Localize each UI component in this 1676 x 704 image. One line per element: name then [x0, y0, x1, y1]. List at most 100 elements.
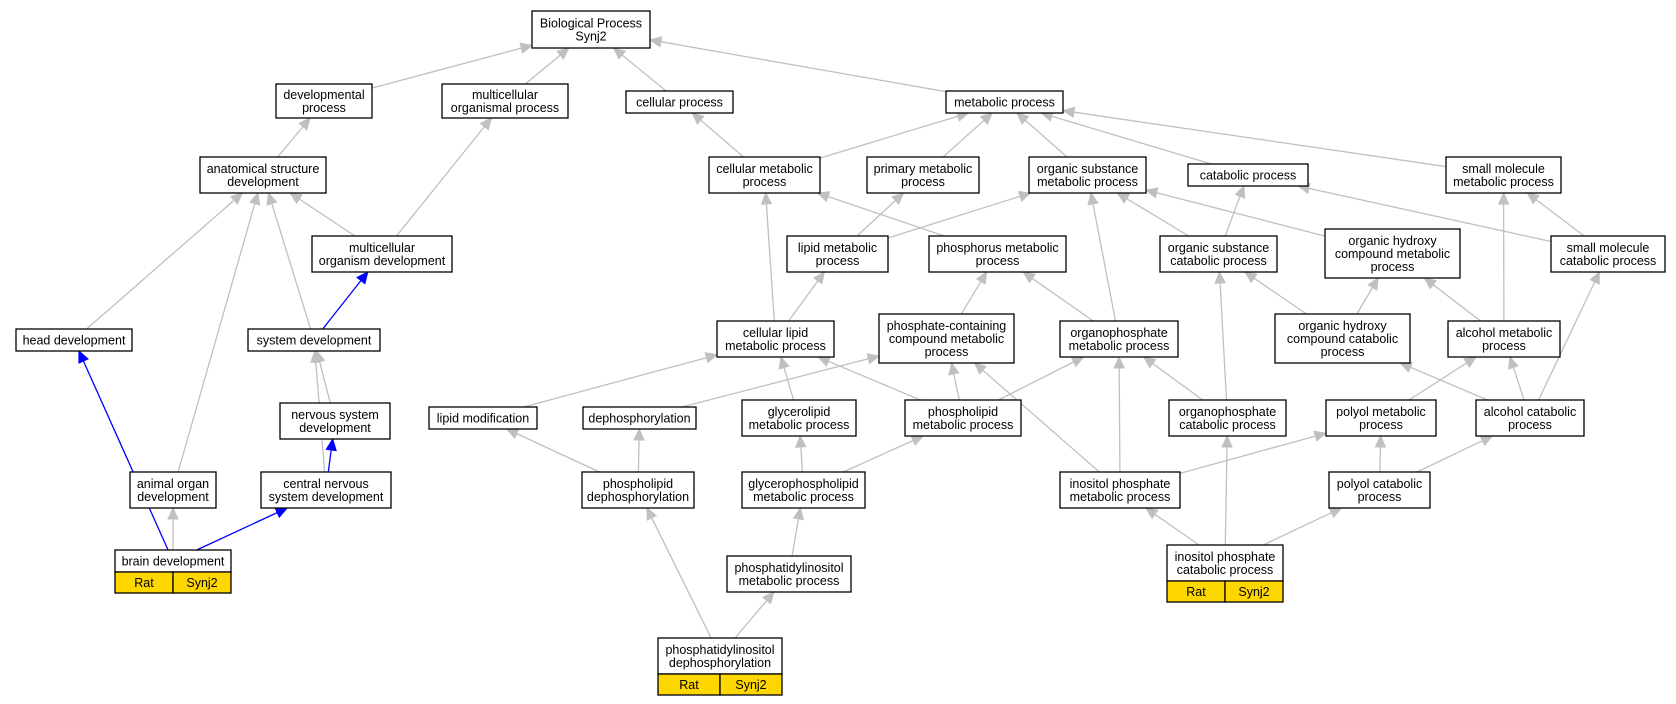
edge-arrowhead — [1508, 355, 1519, 370]
term-box — [726, 555, 852, 593]
edge-dephos-to-phoscontain — [681, 353, 881, 408]
edge-line — [1408, 362, 1468, 401]
annotation-cell-label: Rat — [134, 576, 154, 590]
edge-line — [681, 358, 869, 408]
edge-cellmetab-to-cellproc — [691, 112, 744, 158]
edge-orgsubcatab-to-orgsubmetab — [1116, 192, 1190, 237]
term-box — [441, 83, 569, 119]
term-label: Biological Process — [540, 17, 642, 31]
edge-anatdev-to-devproc — [277, 117, 311, 158]
term-box — [904, 399, 1022, 437]
edge-line — [887, 195, 1021, 239]
edge-line — [196, 512, 278, 551]
edge-line — [1538, 281, 1596, 401]
edge-line — [177, 203, 256, 473]
edge-arrowhead — [1221, 434, 1233, 448]
edge-smallmol-to-metab — [1061, 106, 1447, 168]
edge-line — [1152, 362, 1204, 401]
edge-line — [371, 47, 522, 89]
term-node[interactable]: phosphatidylinositoldephosphorylationRat… — [657, 637, 783, 696]
edge-line — [651, 517, 712, 639]
term-node[interactable]: system development — [247, 328, 381, 352]
edge-line — [960, 281, 982, 315]
edge-devproc-to-bp — [371, 42, 534, 89]
edge-organophos-to-phosmetab — [1022, 271, 1094, 322]
term-node[interactable]: dephosphorylation — [582, 406, 697, 430]
term-node[interactable]: catabolic process — [1187, 163, 1309, 187]
term-node[interactable]: lipid modification — [428, 406, 538, 430]
edge-inositolcatab-to-organophoscatab — [1221, 434, 1233, 546]
edge-alcmetab-to-orghydmetab — [1423, 277, 1481, 322]
edge-line — [783, 367, 795, 401]
edge-arrowhead — [704, 352, 719, 364]
edge-metab-to-bp — [648, 36, 947, 93]
term-label: process — [1359, 418, 1403, 432]
term-box — [878, 313, 1015, 364]
edge-line — [800, 446, 804, 473]
edge-arrowhead — [1017, 190, 1032, 202]
edge-arrowhead — [648, 36, 663, 48]
term-label: dephosphorylation — [587, 490, 689, 504]
term-box — [741, 471, 866, 509]
term-label: compound catabolic — [1287, 332, 1398, 346]
edge-line — [1379, 446, 1382, 473]
term-label: organophosphate — [1070, 326, 1167, 340]
edge-line — [1154, 513, 1200, 546]
term-label: process — [1321, 345, 1365, 359]
term-box — [531, 10, 651, 49]
term-node[interactable]: cellular process — [625, 90, 734, 114]
edge-arrowhead — [646, 506, 658, 521]
edge-orghydmetab-to-orgsubmetab — [1144, 187, 1326, 237]
term-box — [1475, 399, 1585, 437]
term-box — [1328, 471, 1431, 509]
edge-lipidmetab-to-orgsubmetab — [887, 190, 1032, 239]
term-box — [708, 156, 821, 194]
edge-lipidmod-to-celllipid — [523, 352, 719, 408]
term-node[interactable]: metabolic process — [945, 90, 1064, 114]
term-node[interactable]: head development — [15, 328, 133, 352]
term-label: small molecule — [1567, 241, 1650, 255]
edge-arrowhead — [229, 192, 244, 205]
edge-phosmetab-to-cellmetab — [816, 191, 945, 237]
term-label: process — [816, 254, 860, 268]
edge-inositolmetab-to-polyolmetab — [1179, 430, 1328, 475]
edge-line — [1126, 198, 1190, 237]
edge-arrowhead — [1463, 356, 1478, 369]
edge-arrowhead — [1061, 106, 1076, 118]
